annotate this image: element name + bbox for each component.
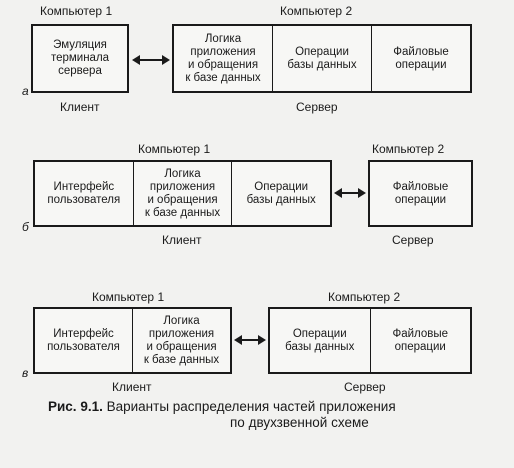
client-label: Клиент (112, 380, 152, 394)
computer-2-label: Компьютер 2 (328, 290, 401, 304)
bidirectional-arrow (234, 335, 266, 345)
caption-text-2: по двухзвенной схеме (230, 415, 369, 430)
variant-letter: в (22, 366, 29, 380)
server-label: Сервер (392, 233, 434, 247)
computer-2-box: Логика приложения и обращения к базе дан… (172, 24, 472, 93)
computer-1-box: Интерфейс пользователя Логика приложения… (33, 160, 332, 227)
client-label: Клиент (60, 100, 100, 114)
computer-1-label: Компьютер 1 (138, 142, 211, 156)
caption-text-1: Варианты распределения частей приложения (106, 399, 396, 414)
bidirectional-arrow (132, 55, 170, 65)
app-logic-cell: Логика приложения и обращения к базе дан… (185, 32, 261, 84)
app-logic-cell: Логика приложения и обращения к базе дан… (132, 309, 230, 372)
figure-caption: Рис. 9.1. Варианты распределения частей … (48, 399, 488, 431)
db-operations-cell: Операции базы данных (231, 162, 330, 225)
computer-2-box: Операции базы данных Файловые операции (268, 307, 472, 374)
user-interface-cell: Интерфейс пользователя (47, 327, 120, 353)
bidirectional-arrow (334, 188, 366, 198)
computer-2-label: Компьютер 2 (280, 4, 353, 18)
file-operations-cell: Файловые операции (392, 180, 449, 206)
file-operations-cell: Файловые операции (369, 309, 471, 372)
terminal-emulation-cell: Эмуляция терминала сервера (50, 39, 110, 77)
computer-2-label: Компьютер 2 (372, 142, 445, 156)
file-operations-cell: Файловые операции (371, 26, 470, 91)
computer-1-box: Эмуляция терминала сервера (31, 24, 129, 93)
caption-line-1: Рис. 9.1. Варианты распределения частей … (48, 399, 488, 415)
client-label: Клиент (162, 233, 202, 247)
db-operations-cell: Операции базы данных (272, 26, 371, 91)
computer-1-label: Компьютер 1 (40, 4, 113, 18)
computer-2-box: Файловые операции (368, 160, 473, 227)
app-logic-cell: Логика приложения и обращения к базе дан… (132, 162, 232, 225)
server-label: Сервер (344, 380, 386, 394)
user-interface-cell: Интерфейс пользователя (47, 180, 121, 206)
figure-number: Рис. 9.1. (48, 399, 103, 414)
computer-1-box: Интерфейс пользователя Логика приложения… (33, 307, 232, 374)
variant-letter: а (22, 84, 29, 98)
server-label: Сервер (296, 100, 338, 114)
db-operations-cell: Операции базы данных (285, 327, 355, 353)
variant-letter: б (22, 220, 29, 234)
caption-line-2: по двухзвенной схеме (48, 415, 488, 431)
computer-1-label: Компьютер 1 (92, 290, 165, 304)
